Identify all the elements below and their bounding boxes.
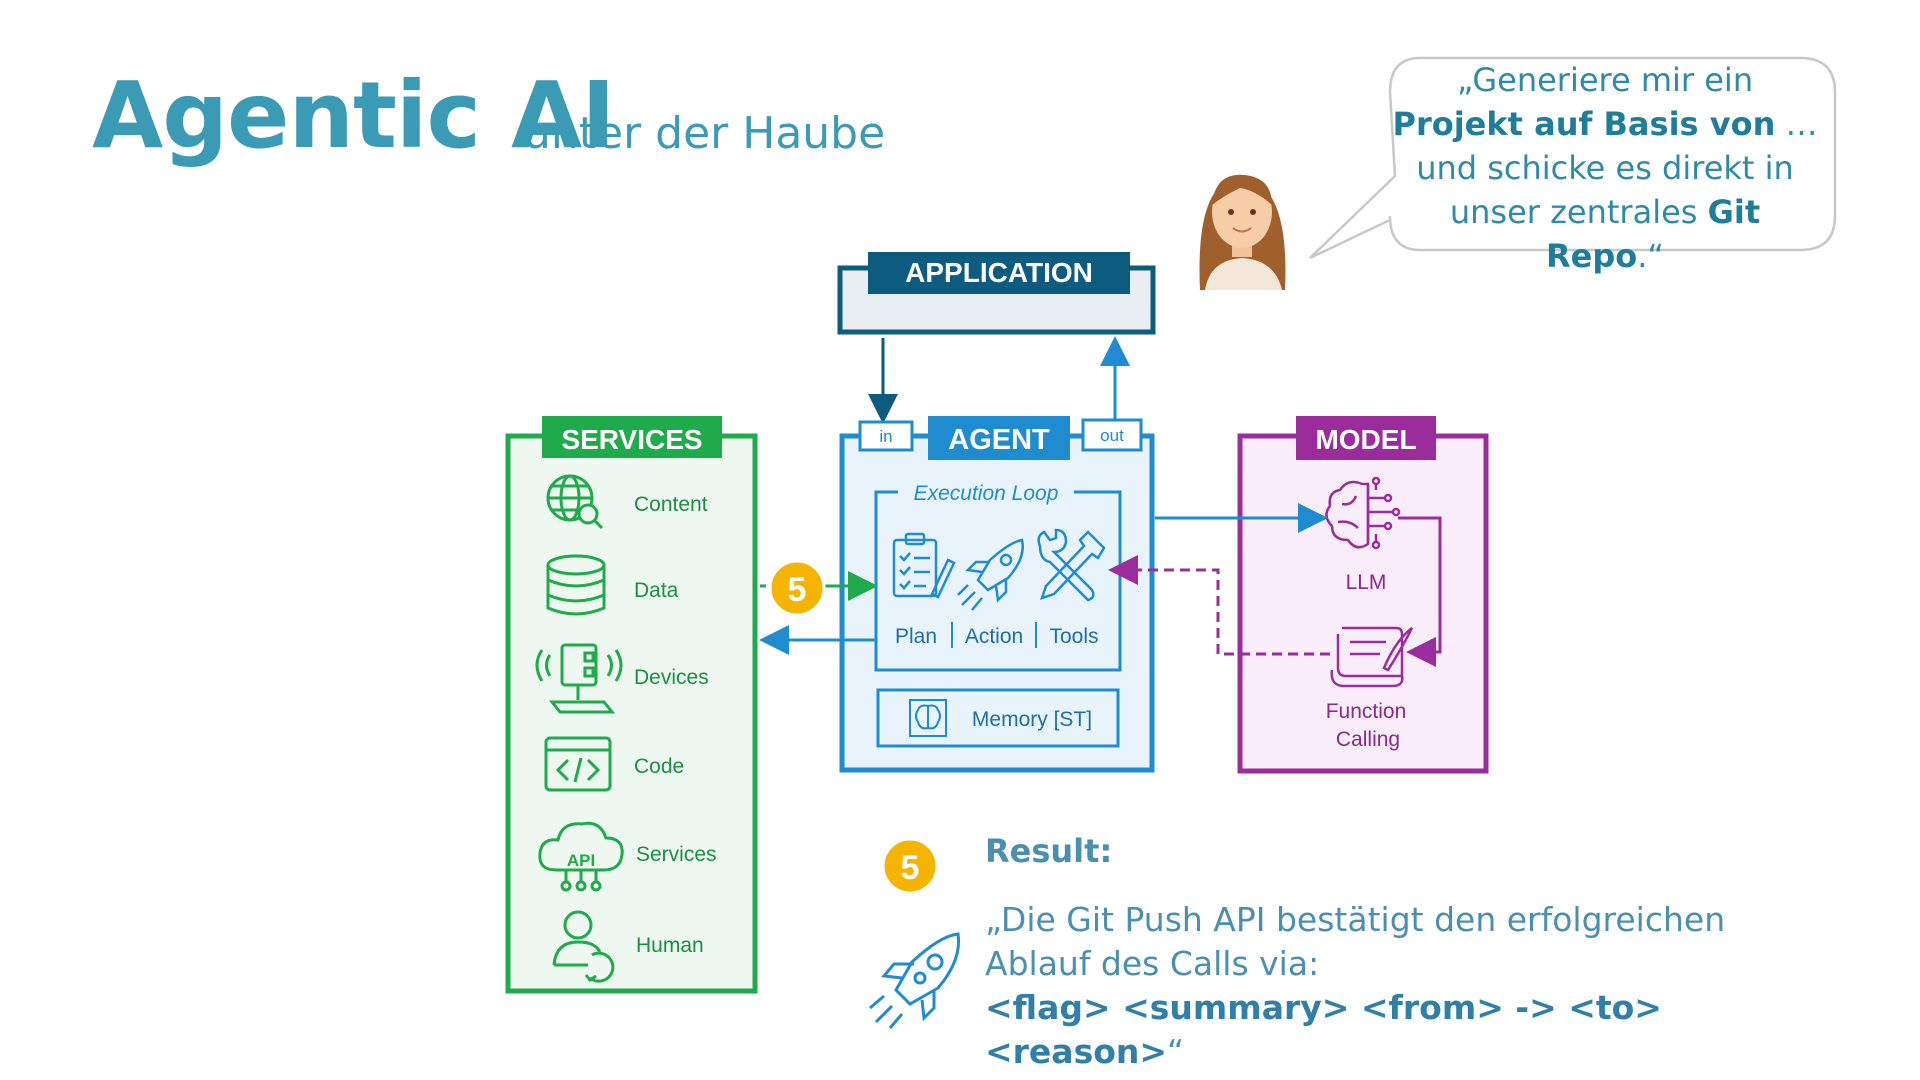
services-box: SERVICES Content Data	[505, 416, 758, 994]
result-badge-number: 5	[901, 849, 920, 887]
api-cloud-icon: API	[538, 821, 624, 892]
function-calling-label-1: Function	[1326, 700, 1407, 723]
step-badge-number: 5	[788, 571, 807, 609]
agent-in-label: in	[879, 427, 892, 446]
brain-chip-icon	[909, 699, 947, 737]
llm-to-function-arrow	[1398, 516, 1442, 667]
service-item-code: Code	[634, 755, 684, 778]
speech-mid: … und schicke es direkt in unser zentral…	[1416, 105, 1818, 231]
page-subtitle: unter der Haube	[523, 108, 886, 159]
service-item-content: Content	[634, 493, 708, 516]
llm-label: LLM	[1346, 571, 1387, 594]
rocket-icon	[957, 538, 1024, 611]
speech-bubble	[1309, 56, 1837, 260]
brain-icon	[1325, 476, 1401, 550]
service-item-human: Human	[636, 934, 704, 957]
step-tools-label: Tools	[1049, 625, 1098, 648]
service-item-data: Data	[634, 579, 679, 602]
function-calling-label-2: Calling	[1336, 728, 1400, 751]
result-close-quote: “	[1167, 1032, 1185, 1071]
model-label: MODEL	[1315, 424, 1416, 455]
code-window-icon	[544, 736, 612, 792]
clipboard-icon	[892, 532, 956, 599]
result-heading: Result:	[985, 832, 1113, 870]
step-badge: 5	[768, 559, 826, 617]
result-line-1: „Die Git Push API bestätigt den erfolgre…	[985, 900, 1726, 939]
iot-device-icon	[535, 643, 623, 714]
tools-icon	[1037, 528, 1106, 602]
function-to-tools-arrow	[1108, 555, 1330, 656]
result-code: <flag> <summary> <from> -> <to> <reason>	[985, 988, 1662, 1071]
agent-out-label: out	[1100, 426, 1124, 445]
speech-close: .“	[1637, 237, 1664, 275]
step-action-label: Action	[965, 625, 1023, 648]
speech-bold-repo: Git Repo	[1546, 193, 1761, 275]
scroll-feather-icon	[1330, 626, 1414, 688]
result-text: „Die Git Push API bestätigt den erfolgre…	[985, 898, 1845, 1074]
page-title: Agentic AI	[92, 62, 615, 169]
application-box: APPLICATION	[837, 252, 1156, 335]
result-line-2: Ablauf des Calls via:	[985, 944, 1320, 983]
execution-loop-label: Execution Loop	[914, 482, 1059, 505]
application-label: APPLICATION	[905, 257, 1093, 288]
database-icon	[546, 554, 606, 616]
speech-bubble-text: „Generiere mir ein Projekt auf Basis von…	[1390, 58, 1820, 275]
speech-open: „Generiere mir ein	[1456, 61, 1754, 99]
person-icon	[552, 910, 615, 983]
svg-text:API: API	[567, 851, 595, 870]
memory-label: Memory [ST]	[972, 708, 1092, 731]
service-item-devices: Devices	[634, 666, 709, 689]
service-item-services: Services	[636, 843, 717, 866]
result-rocket-icon	[869, 932, 961, 1029]
agent-label: AGENT	[948, 424, 1050, 456]
speech-bold-project: Projekt auf Basis von	[1392, 105, 1776, 143]
model-box: MODEL LLM Function Calling	[1237, 416, 1489, 774]
globe-search-icon	[546, 474, 604, 530]
step-plan-label: Plan	[895, 625, 937, 648]
woman-avatar	[1199, 174, 1286, 290]
services-label: SERVICES	[561, 424, 702, 455]
agent-box: in out AGENT Execution Loop	[839, 416, 1155, 773]
result-badge: 5	[881, 837, 939, 895]
